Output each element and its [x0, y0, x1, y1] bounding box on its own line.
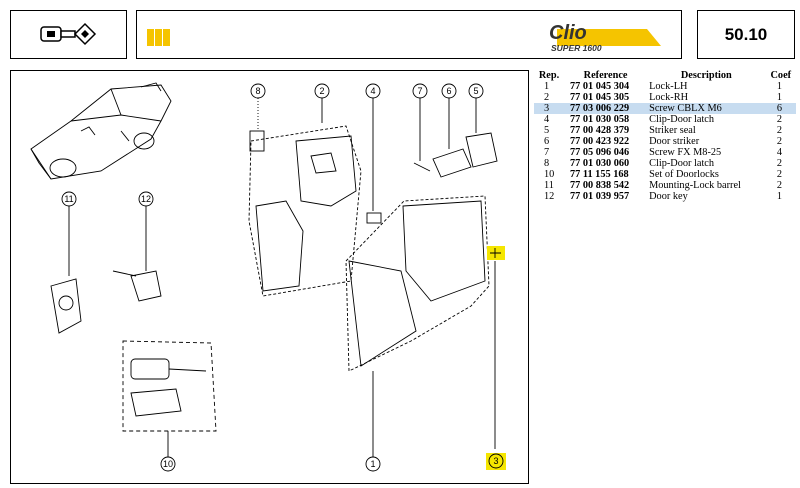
parts-row[interactable]: 11 77 00 838 542 Mounting-Lock barrel 2	[534, 180, 796, 191]
parts-cell-coef: 1	[776, 191, 782, 202]
parts-cell-reference: 77 03 006 229	[564, 103, 648, 114]
callout-7	[412, 83, 431, 172]
brand-name: Clio	[549, 22, 587, 44]
parts-cell-reference: 77 01 045 305	[570, 92, 630, 103]
lock-key-icon	[40, 22, 97, 46]
parts-cell-reference: 77 00 838 542	[570, 180, 630, 191]
parts-row[interactable]: 1 77 01 045 304 Lock-LH 1	[534, 81, 796, 92]
brand-logo: Clio SUPER 1600	[147, 22, 661, 53]
parts-cell-rep: 4	[544, 114, 550, 125]
lock-key-header	[10, 10, 127, 59]
parts-cell-description: Striker seal	[649, 125, 696, 136]
callout-1	[345, 195, 490, 472]
parts-cell-description: Screw CBLX M6	[647, 103, 766, 114]
parts-cell-rep: 1	[544, 81, 550, 92]
parts-cell-description: Lock-LH	[649, 81, 688, 92]
parts-cell-coef: 2	[776, 158, 782, 169]
parts-cell-reference: 77 01 045 304	[570, 81, 630, 92]
parts-row[interactable]: 5 77 00 428 379 Striker seal 2	[534, 125, 796, 136]
callout-10	[122, 340, 217, 472]
parts-cell-description: Door key	[649, 191, 688, 202]
parts-cell-reference: 77 01 030 060	[570, 158, 630, 169]
parts-cell-description: Clip-Door latch	[649, 158, 715, 169]
parts-row[interactable]: 12 77 01 039 957 Door key 1	[534, 191, 796, 202]
parts-table: Rep. Reference Description Coef 1 77 01 0…	[534, 70, 796, 202]
parts-row[interactable]: 10 77 11 155 168 Set of Doorlocks 2	[534, 169, 796, 180]
parts-list: Rep. Reference Description Coef 1 77 01 0…	[534, 70, 796, 202]
callout-6	[432, 83, 472, 178]
callout-number-3: 3	[493, 456, 498, 466]
parts-cell-description: Set of Doorlocks	[649, 169, 719, 180]
exploded-diagram: 8 2 4 7 6 5 11 12 10 1 3	[10, 70, 529, 484]
callout-number-4: 4	[370, 86, 375, 96]
parts-row[interactable]: 7 77 05 096 046 Screw FX M8-25 4	[534, 147, 796, 158]
callout-number-12: 12	[141, 194, 151, 204]
callout-8	[249, 83, 266, 152]
callout-number-8: 8	[255, 86, 260, 96]
col-reference: Reference	[583, 70, 628, 81]
parts-cell-coef: 1	[776, 92, 782, 103]
model-name: SUPER 1600	[551, 43, 602, 53]
callout-number-5: 5	[473, 86, 478, 96]
parts-cell-reference: 77 01 039 957	[570, 191, 630, 202]
callout-11	[50, 191, 82, 334]
parts-cell-rep: 11	[544, 180, 554, 191]
parts-cell-rep: 8	[544, 158, 550, 169]
parts-cell-coef: 6	[765, 103, 796, 114]
parts-cell-coef: 2	[776, 125, 782, 136]
parts-row[interactable]: 6 77 00 423 922 Door striker 2	[534, 136, 796, 147]
parts-cell-coef: 1	[776, 81, 782, 92]
callout-number-2: 2	[319, 86, 324, 96]
parts-row[interactable]: 4 77 01 030 058 Clip-Door latch 2	[534, 114, 796, 125]
model-logo-header: Clio SUPER 1600	[136, 10, 682, 59]
parts-cell-description: Clip-Door latch	[649, 114, 715, 125]
parts-cell-coef: 2	[776, 169, 782, 180]
parts-cell-reference: 77 00 423 922	[570, 136, 630, 147]
col-coef: Coef	[770, 70, 792, 81]
callout-5	[465, 83, 498, 168]
parts-cell-description: Door striker	[649, 136, 700, 147]
parts-cell-reference: 77 05 096 046	[570, 147, 630, 158]
parts-cell-coef: 2	[776, 180, 782, 191]
page-number: 50.10	[697, 10, 795, 59]
parts-cell-reference: 77 01 030 058	[570, 114, 630, 125]
callout-number-7: 7	[417, 86, 422, 96]
parts-cell-description: Lock-RH	[649, 92, 688, 103]
parts-cell-reference: 77 00 428 379	[570, 125, 630, 136]
page-number-label: 50.10	[724, 24, 768, 44]
parts-cell-coef: 2	[776, 136, 782, 147]
callout-number-11: 11	[64, 194, 73, 204]
callout-12	[112, 191, 162, 302]
parts-cell-rep: 2	[544, 92, 550, 103]
parts-cell-description: Mounting-Lock barrel	[649, 180, 741, 191]
parts-table-header: Rep. Reference Description Coef	[534, 70, 796, 81]
callout-number-1: 1	[370, 459, 375, 469]
parts-cell-rep: 5	[544, 125, 550, 136]
col-rep: Rep.	[538, 70, 560, 81]
parts-cell-rep: 12	[544, 191, 555, 202]
callout-number-6: 6	[446, 86, 451, 96]
callout-4	[365, 83, 382, 224]
parts-cell-rep: 3	[534, 103, 564, 114]
parts-cell-rep: 7	[544, 147, 550, 158]
parts-cell-rep: 10	[544, 169, 555, 180]
callout-number-10: 10	[163, 459, 173, 469]
parts-row[interactable]: 2 77 01 045 305 Lock-RH 1	[534, 92, 796, 103]
parts-cell-coef: 4	[776, 147, 782, 158]
col-description: Description	[680, 70, 732, 81]
parts-cell-coef: 2	[776, 114, 782, 125]
parts-cell-rep: 6	[544, 136, 550, 147]
callout-3	[486, 246, 506, 470]
callout-2	[248, 83, 362, 297]
car-illustration	[30, 82, 172, 180]
parts-cell-description: Screw FX M8-25	[649, 147, 722, 158]
parts-row[interactable]: 8 77 01 030 060 Clip-Door latch 2	[534, 158, 796, 169]
parts-cell-reference: 77 11 155 168	[570, 169, 629, 180]
